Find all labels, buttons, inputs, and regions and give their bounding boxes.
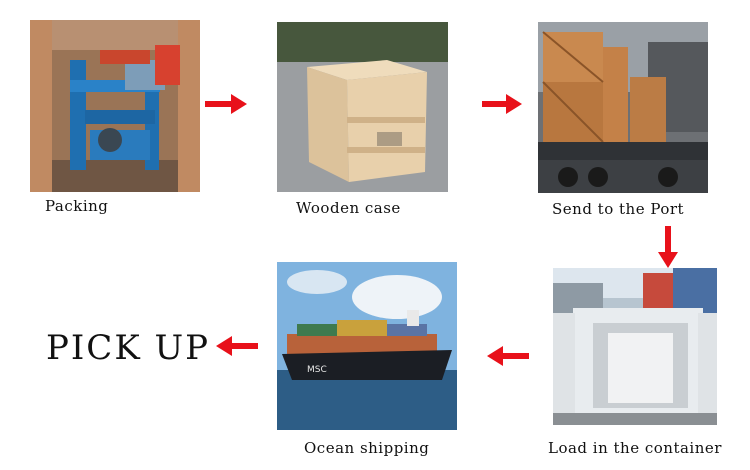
arrow-right-icon (482, 92, 522, 116)
packing-caption: Packing (45, 197, 109, 215)
arrow-down-icon (656, 226, 680, 268)
arrow-left-icon (487, 344, 529, 368)
pick-up-label: PICK UP (46, 328, 211, 368)
wooden-case-caption: Wooden case (296, 199, 401, 217)
send-to-port-photo (538, 22, 708, 193)
arrow-right-icon (205, 92, 247, 116)
ocean-shipping-photo: MSC (277, 262, 457, 430)
send-to-port-caption: Send to the Port (552, 200, 685, 218)
arrow-left-icon (216, 334, 258, 358)
packing-photo (30, 20, 200, 192)
ocean-shipping-caption: Ocean shipping (304, 439, 430, 457)
wooden-case-photo (277, 22, 448, 192)
ship-hull-label: MSC (307, 365, 327, 375)
load-container-photo (553, 268, 717, 425)
load-container-caption: Load in the container (548, 439, 722, 457)
